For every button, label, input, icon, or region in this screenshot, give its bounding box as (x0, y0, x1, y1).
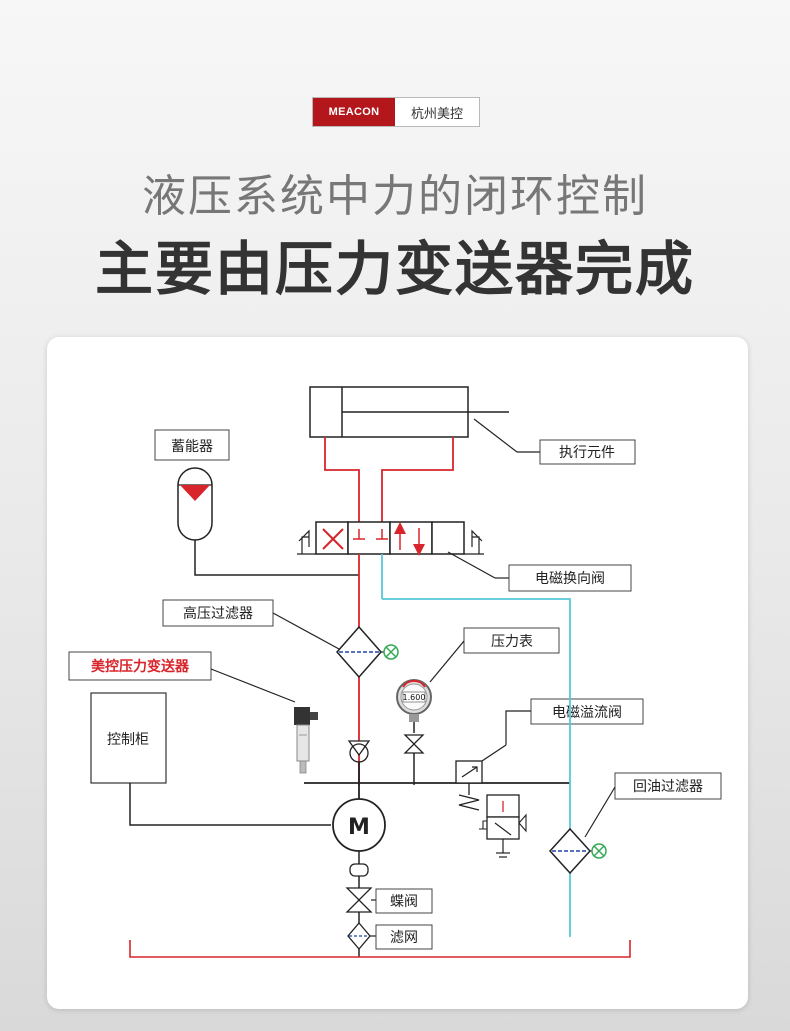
high-pressure-filter-label: 高压过滤器 (183, 605, 253, 622)
accumulator-label: 蓄能器 (171, 439, 213, 455)
diagram-card: 执行元件 蓄能器 电磁换向阀 (47, 337, 748, 1009)
oil-tank (129, 940, 631, 958)
pressure-transmitter (294, 707, 318, 774)
gauge-isolation-valve (403, 734, 425, 785)
return-filter-label-box: 回油过滤器 (614, 772, 722, 800)
actuator-label: 执行元件 (559, 445, 615, 461)
actuator-cylinder (309, 386, 509, 438)
pump-coupling (349, 863, 369, 877)
high-pressure-filter-label-box: 高压过滤器 (162, 599, 274, 627)
relief-valve-label: 电磁溢流阀 (552, 705, 622, 721)
strainer (347, 921, 376, 951)
return-oil-filter (548, 827, 607, 875)
control-cabinet-label: 控制柜 (107, 732, 149, 748)
strainer-label: 滤网 (390, 930, 418, 946)
pressure-transmitter-label-box: 美控压力变送器 (68, 651, 212, 681)
pressure-gauge-leader (429, 640, 465, 683)
control-cabinet: 控制柜 (90, 692, 331, 826)
directional-valve-label-box: 电磁换向阀 (508, 564, 632, 592)
high-pressure-filter-leader (272, 612, 340, 650)
butterfly-valve-label-box: 蝶阀 (375, 888, 433, 914)
return-line (382, 598, 571, 937)
headline-line1: 液压系统中力的闭环控制 (142, 171, 648, 222)
brand-logo: MEACON (313, 98, 395, 126)
strainer-label-box: 滤网 (375, 924, 433, 950)
butterfly-valve (345, 887, 376, 913)
pressure-gauge: 1.600 (396, 679, 432, 733)
pressure-gauge-label-box: 压力表 (463, 627, 560, 654)
check-valve (347, 740, 371, 763)
pressure-gauge-label: 压力表 (491, 634, 533, 650)
headline-line2: 主要由压力变送器完成 (94, 235, 695, 303)
hydraulic-diagram: 执行元件 蓄能器 电磁换向阀 (68, 386, 722, 958)
brand-name: 杭州美控 (410, 106, 463, 122)
relief-valve-label-box: 电磁溢流阀 (530, 698, 644, 725)
actuator-label-box: 执行元件 (539, 439, 636, 465)
motor: M (332, 798, 386, 852)
accumulator-label-box: 蓄能器 (154, 429, 230, 461)
butterfly-valve-label: 蝶阀 (390, 894, 418, 910)
directional-valve-leader (447, 551, 509, 579)
solenoid-directional-valve (297, 521, 484, 599)
high-pressure-filter (336, 625, 399, 679)
pressure-transmitter-leader (210, 668, 296, 703)
pressure-transmitter-label: 美控压力变送器 (91, 658, 190, 675)
solenoid-relief-valve (455, 760, 527, 858)
gauge-reading: 1.600 (403, 693, 426, 702)
motor-label: M (348, 815, 370, 840)
brand-badge: MEACON 杭州美控 (312, 97, 480, 127)
actuator-label-leader (473, 418, 540, 453)
accumulator (177, 467, 359, 576)
cylinder-pressure-lines (324, 437, 454, 522)
return-filter-label: 回油过滤器 (633, 779, 703, 795)
directional-valve-label: 电磁换向阀 (535, 570, 605, 587)
relief-valve-leader (481, 710, 531, 762)
return-filter-leader (584, 786, 616, 838)
